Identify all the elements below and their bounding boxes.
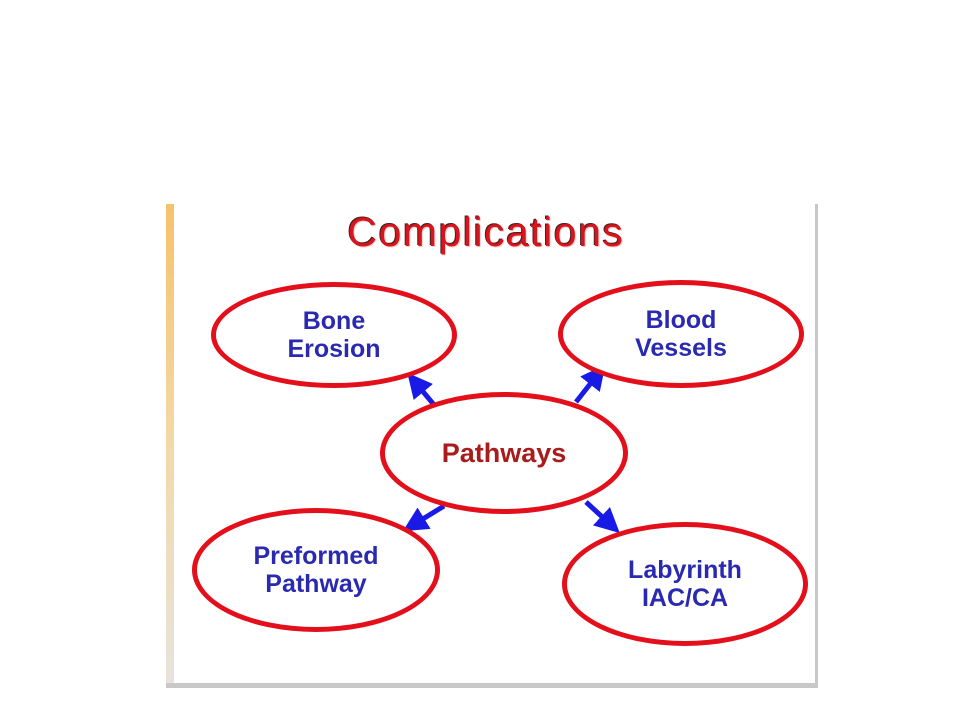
node-pathways: Pathways [380, 392, 628, 514]
node-blood-vessels: Blood Vessels [558, 280, 804, 388]
node-label: Bone Erosion [287, 307, 381, 363]
node-label: Preformed Pathway [253, 542, 379, 598]
complications-diagram: Complications Bone Erosion Blood Vessels… [166, 204, 818, 688]
node-labyrinth: Labyrinth IAC/CA [562, 522, 808, 646]
node-label: Blood Vessels [635, 306, 727, 362]
node-bone-erosion: Bone Erosion [211, 282, 457, 388]
diagram-title: Complications [347, 209, 625, 255]
node-label: Labyrinth IAC/CA [628, 556, 742, 612]
arrow-to-blood-vessels [574, 364, 606, 404]
figure-accent-bar [166, 204, 174, 683]
node-preformed-pathway: Preformed Pathway [192, 508, 440, 632]
center-label: Pathways [441, 438, 567, 468]
arrow-to-preformed-pathway [402, 503, 446, 532]
arrow-to-labyrinth [584, 500, 620, 534]
